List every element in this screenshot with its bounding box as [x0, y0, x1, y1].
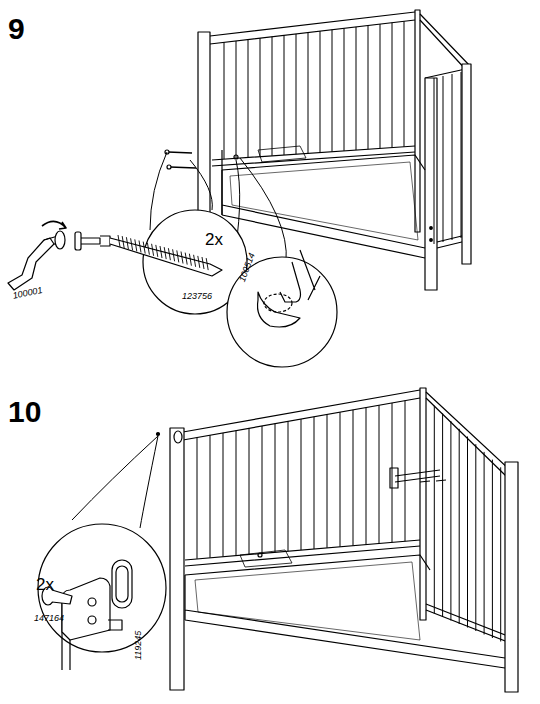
stroke: [284, 35, 285, 155]
stroke: [160, 246, 162, 258]
stroke: [344, 28, 345, 151]
quantity-label: 2x: [205, 231, 223, 248]
stroke: [131, 238, 133, 250]
stroke: [492, 460, 493, 638]
screw-123756: [75, 232, 222, 276]
stroke: [122, 236, 124, 248]
stroke: [450, 421, 451, 620]
stroke: [301, 419, 302, 550]
stroke: [262, 426, 263, 553]
stroke: [296, 34, 297, 154]
stroke: [404, 21, 405, 146]
stroke: [198, 256, 200, 268]
stroke: [177, 250, 179, 262]
stroke: [181, 252, 183, 264]
hole-plug-100514: [258, 250, 321, 327]
stroke: [197, 438, 198, 559]
stroke: [405, 401, 406, 542]
stroke: [308, 33, 309, 154]
stroke: [139, 241, 141, 253]
stroke: [206, 258, 208, 270]
stroke: [434, 406, 435, 614]
stroke: [236, 41, 237, 158]
stroke: [147, 243, 149, 255]
stroke: [236, 431, 237, 556]
stroke: [152, 244, 154, 256]
stroke: [223, 433, 224, 557]
stroke: [249, 428, 250, 554]
stroke: [459, 429, 460, 624]
stroke: [484, 452, 485, 635]
stroke: [224, 42, 225, 159]
stroke: [173, 249, 175, 261]
stroke: [442, 413, 443, 617]
stroke: [314, 417, 315, 549]
stroke: [275, 424, 276, 553]
stroke: [434, 78, 435, 244]
stroke: [380, 24, 381, 148]
stroke: [500, 467, 501, 641]
stroke: [379, 405, 380, 543]
stroke: [288, 421, 289, 551]
stroke: [126, 237, 128, 249]
stroke: [118, 235, 120, 247]
stroke: [340, 412, 341, 547]
stroke: [467, 437, 468, 628]
step-number: 9: [8, 14, 25, 44]
stroke: [164, 247, 166, 259]
stroke: [461, 72, 462, 238]
part-number: 147164: [34, 614, 64, 623]
stroke: [368, 26, 369, 150]
stroke: [452, 74, 453, 240]
stroke: [332, 30, 333, 152]
part-number: 123756: [182, 292, 212, 301]
stroke: [248, 40, 249, 158]
stroke: [135, 239, 137, 251]
crib-step-10: [157, 388, 519, 692]
stroke: [443, 76, 444, 242]
stroke: [320, 31, 321, 152]
stroke: [327, 414, 328, 547]
step-number: 10: [8, 397, 41, 427]
stroke: [185, 253, 187, 265]
stroke: [156, 245, 158, 257]
stroke: [366, 408, 367, 545]
stroke: [392, 403, 393, 542]
stroke: [475, 444, 476, 631]
stroke: [202, 257, 204, 269]
stroke: [356, 27, 357, 150]
part-number: 119245: [134, 631, 143, 660]
stroke: [168, 248, 170, 260]
stroke: [260, 38, 261, 156]
stroke: [210, 435, 211, 558]
stroke: [143, 242, 145, 254]
stroke: [194, 255, 196, 267]
stroke: [392, 23, 393, 148]
stroke: [272, 37, 273, 156]
stroke: [353, 410, 354, 546]
crank-tool-100001: [8, 221, 66, 290]
quantity-label: 2x: [36, 576, 54, 593]
stroke: [189, 254, 191, 266]
